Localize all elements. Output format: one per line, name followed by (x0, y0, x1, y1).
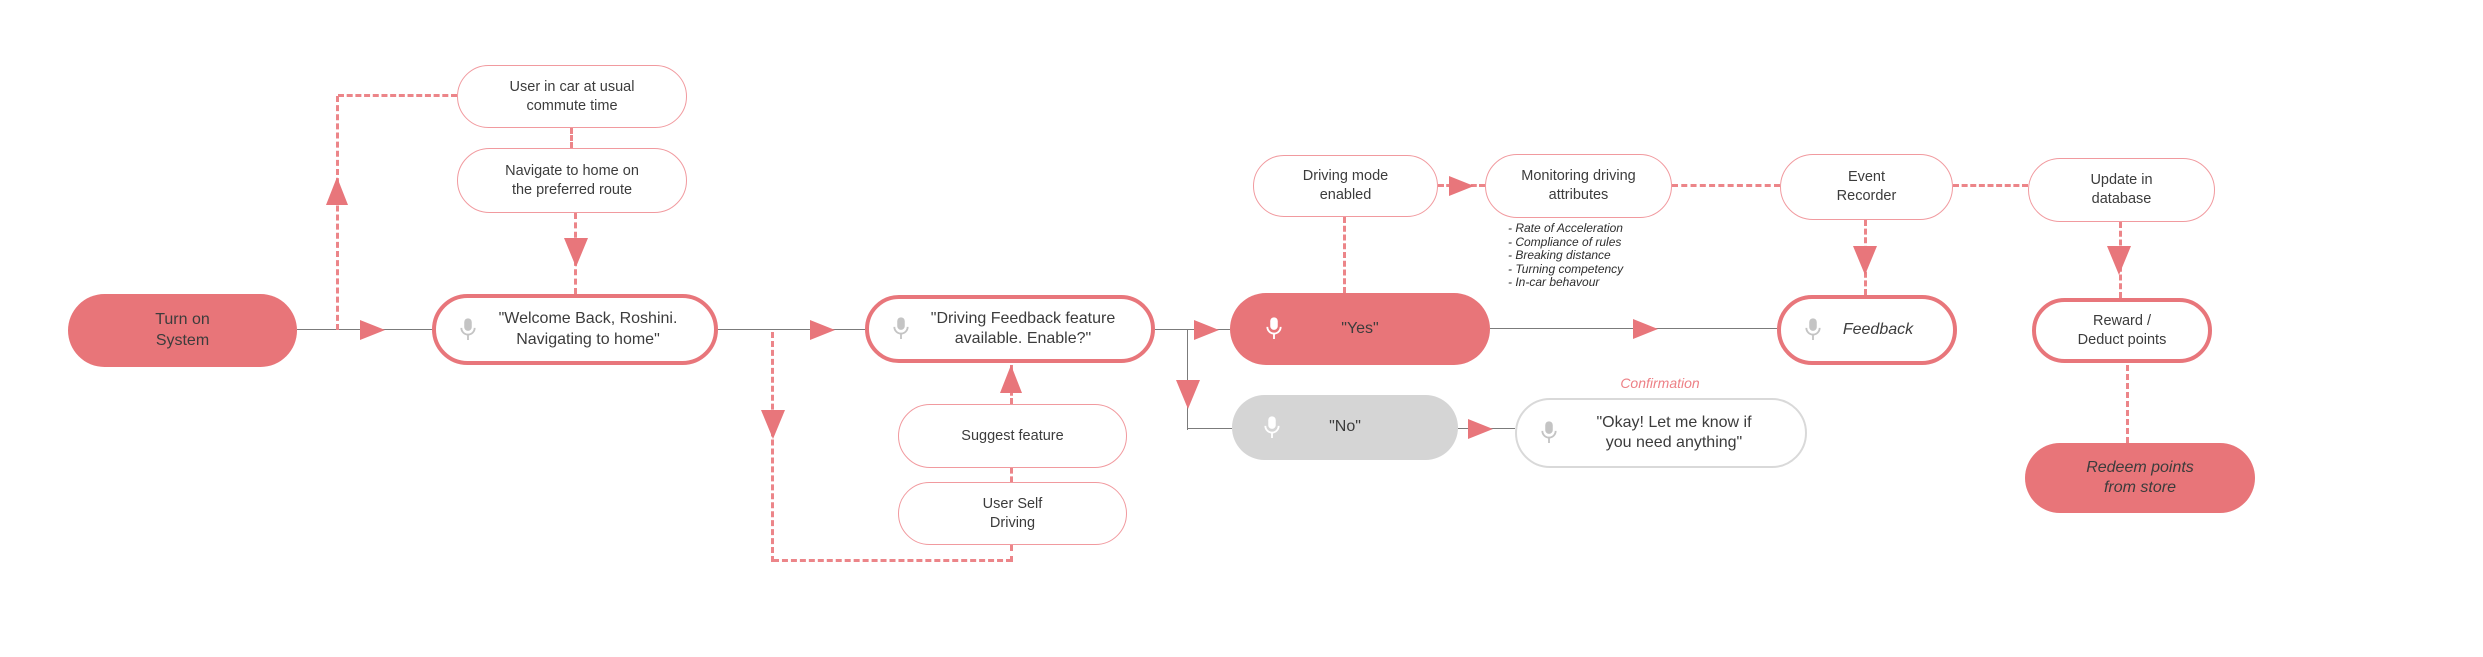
node-redeem-points[interactable]: Redeem points from store (2025, 443, 2255, 513)
node-label: Redeem points from store (2086, 458, 2194, 496)
flow-dashed-line (1010, 545, 1013, 562)
arrow-up-icon (326, 177, 348, 205)
microphone-icon (1803, 317, 1823, 343)
flow-dashed-line (1672, 184, 1780, 187)
arrow-down-icon (564, 238, 588, 267)
node-event-recorder[interactable]: Event Recorder (1780, 154, 1953, 220)
node-reward-deduct-points[interactable]: Reward / Deduct points (2032, 298, 2212, 363)
node-navigate-home[interactable]: Navigate to home on the preferred route (457, 148, 687, 213)
arrow-right-icon (1194, 320, 1219, 340)
node-label: "Okay! Let me know if you need anything" (1596, 413, 1752, 451)
node-label: User in car at usual commute time (509, 78, 635, 114)
microphone-icon (1539, 420, 1559, 446)
node-label: Update in database (2090, 172, 2153, 207)
flow-dashed-line (1343, 217, 1346, 293)
node-label: Reward / Deduct points (2077, 312, 2167, 348)
microphone-icon (1262, 415, 1282, 441)
flow-dashed-line (773, 559, 1012, 562)
node-label: "No" (1329, 418, 1361, 436)
node-suggest-feature[interactable]: Suggest feature (898, 404, 1127, 468)
node-label: Feedback (1842, 320, 1914, 338)
node-driving-mode-enabled[interactable]: Driving mode enabled (1253, 155, 1438, 217)
node-label: "Driving Feedback feature available. Ena… (930, 309, 1116, 347)
arrow-up-icon (1000, 365, 1022, 393)
node-okay-response[interactable]: "Okay! Let me know if you need anything" (1515, 398, 1807, 468)
node-feedback[interactable]: Feedback (1777, 295, 1957, 365)
flow-dashed-line (1953, 184, 2028, 187)
arrow-right-icon (810, 320, 835, 340)
monitoring-attributes-list: - Rate of Acceleration - Compliance of r… (1508, 221, 1624, 290)
flow-line (718, 329, 865, 330)
node-label: Monitoring driving attributes (1521, 168, 1636, 203)
flow-line (1155, 329, 1230, 330)
flow-dashed-line (570, 128, 573, 148)
node-label: Navigate to home on the preferred route (505, 162, 639, 198)
confirmation-label: Confirmation (1620, 375, 1700, 391)
attribute-item: - Compliance of rules (1508, 234, 1622, 249)
node-yes[interactable]: "Yes" (1230, 293, 1490, 365)
arrow-down-icon (1853, 246, 1877, 275)
arrow-down-icon (761, 410, 785, 439)
node-label: "Yes" (1341, 319, 1379, 337)
node-label: User Self Driving (982, 495, 1043, 531)
flow-line (1188, 428, 1232, 429)
flow-dashed-line (338, 94, 457, 97)
node-no[interactable]: "No" (1232, 395, 1458, 460)
arrow-down-icon (2107, 246, 2131, 275)
attribute-item: - Rate of Acceleration (1508, 221, 1623, 235)
arrow-right-icon (1468, 419, 1493, 439)
microphone-icon (1264, 316, 1284, 342)
microphone-icon (458, 317, 478, 343)
microphone-icon (891, 316, 911, 342)
node-update-in-database[interactable]: Update in database (2028, 158, 2215, 222)
arrow-right-icon (1449, 176, 1474, 196)
arrow-down-icon (1176, 380, 1200, 409)
arrow-right-icon (1633, 319, 1658, 339)
flow-dashed-line (1010, 468, 1013, 482)
node-turn-on-system[interactable]: Turn on System (68, 294, 297, 367)
flow-dashed-line (771, 332, 774, 562)
attribute-item: - Breaking distance (1508, 248, 1611, 262)
arrow-right-icon (360, 320, 385, 340)
node-label: Turn on System (155, 311, 210, 349)
node-label: "Welcome Back, Roshini. Navigating to ho… (498, 310, 678, 348)
node-monitoring-attributes[interactable]: Monitoring driving attributes (1485, 154, 1672, 218)
flow-dashed-line (336, 96, 339, 330)
node-user-self-driving[interactable]: User Self Driving (898, 482, 1127, 545)
node-driving-feedback-prompt[interactable]: "Driving Feedback feature available. Ena… (865, 295, 1155, 363)
flow-dashed-line (2126, 365, 2129, 443)
attribute-item: - In-car behavour (1508, 275, 1600, 289)
node-label: Suggest feature (961, 427, 1064, 444)
node-welcome-back[interactable]: "Welcome Back, Roshini. Navigating to ho… (432, 294, 718, 365)
node-label: Driving mode enabled (1302, 168, 1389, 203)
attribute-item: - Turning competency (1508, 261, 1624, 276)
node-user-in-car[interactable]: User in car at usual commute time (457, 65, 687, 128)
node-label: Event Recorder (1836, 169, 1897, 204)
